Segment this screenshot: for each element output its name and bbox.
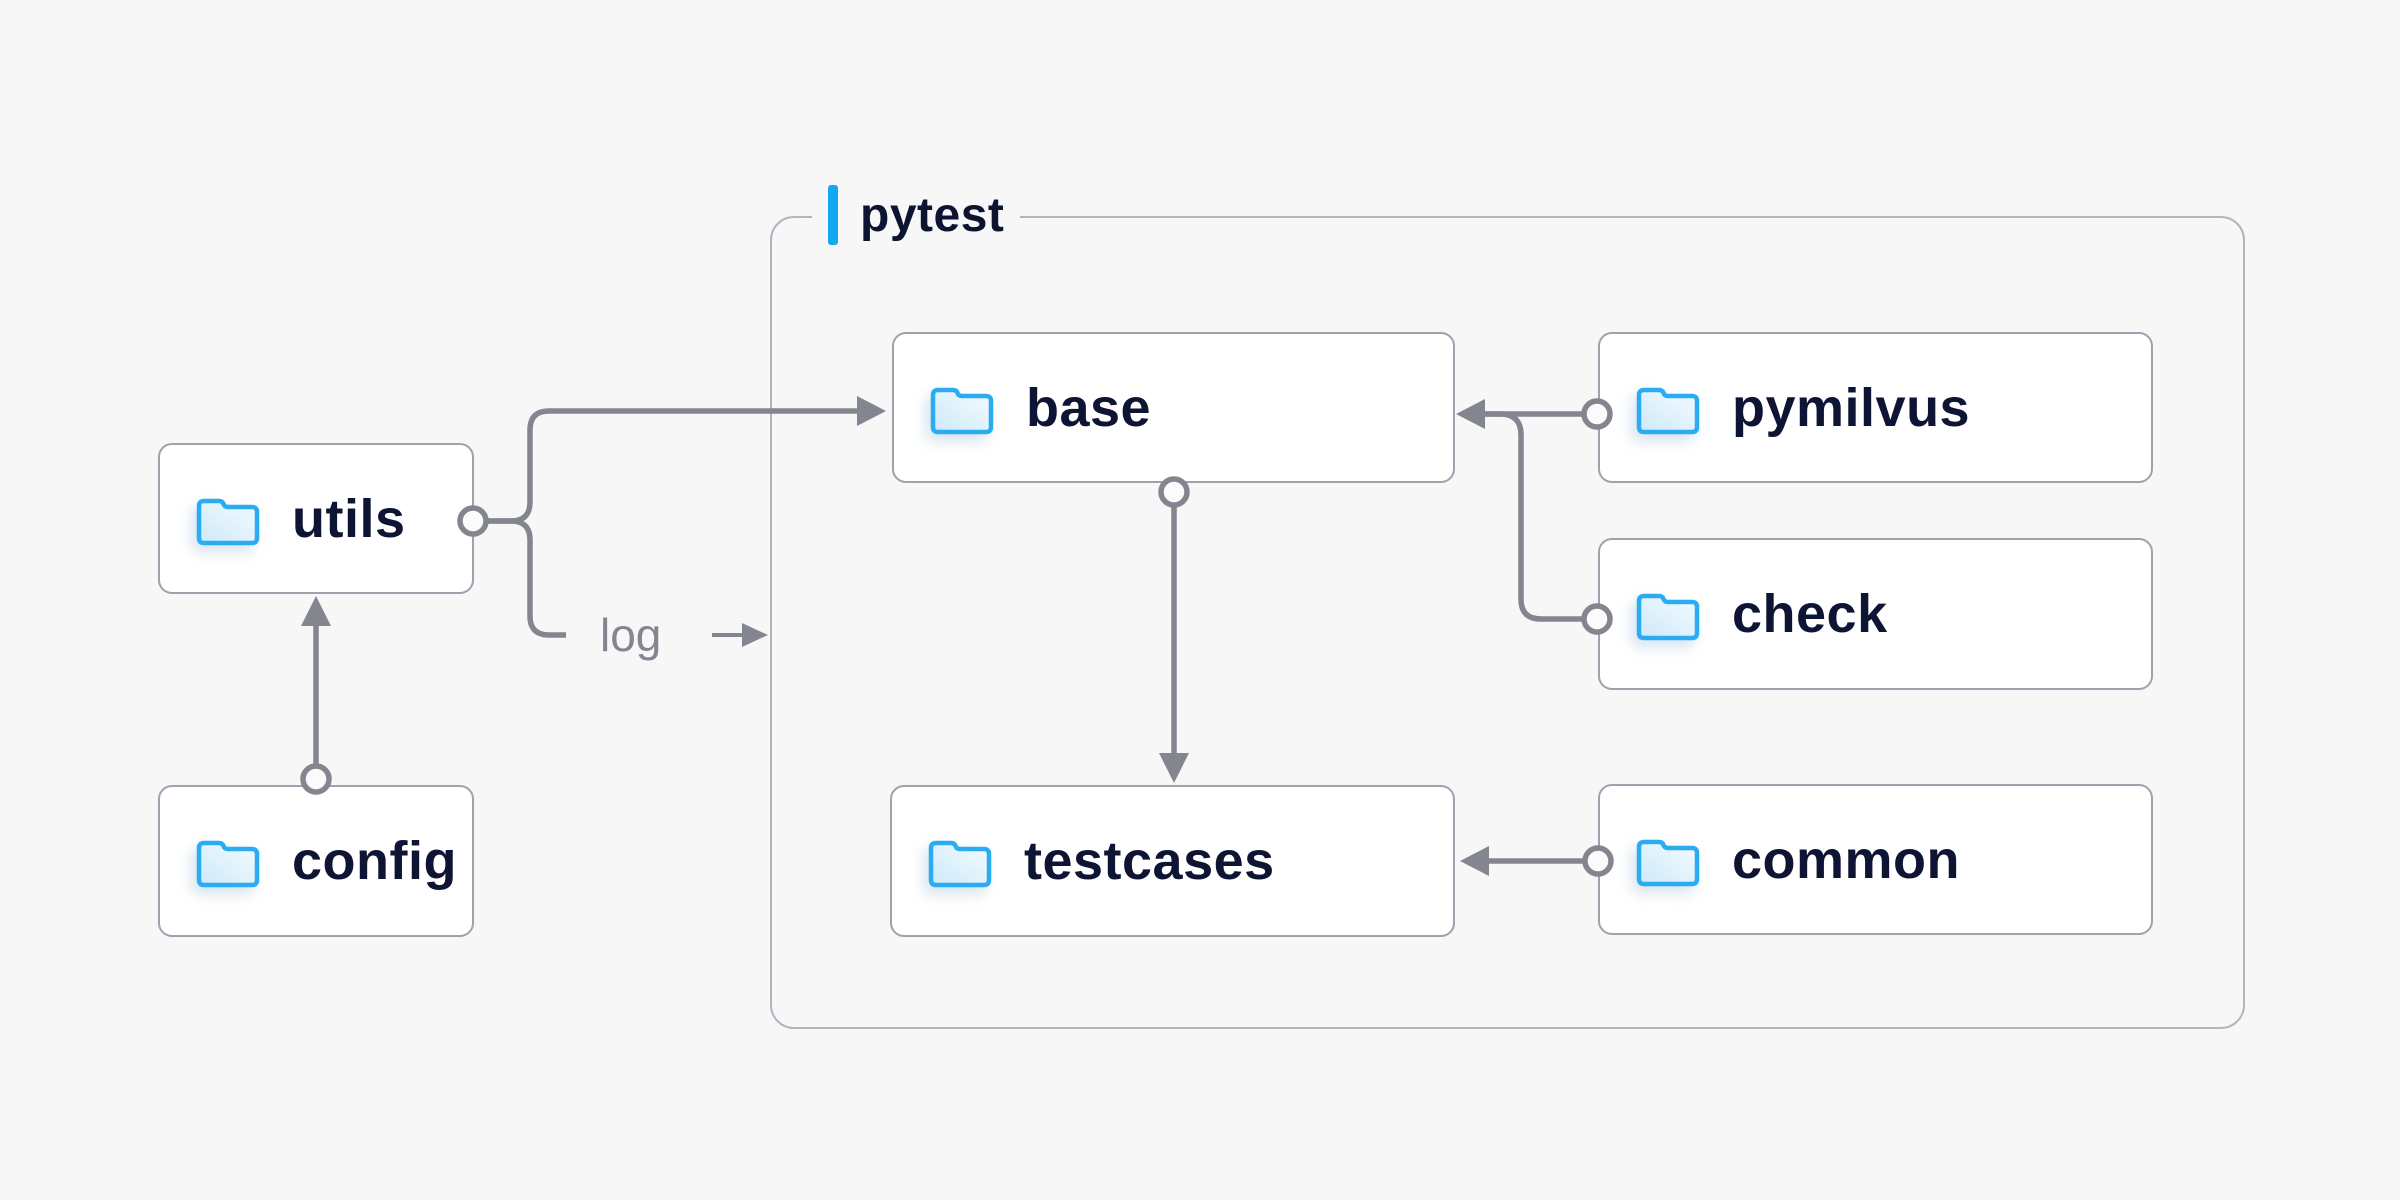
edge-config-utils-arrowhead: [301, 596, 331, 626]
node-check: check: [1598, 538, 2153, 690]
accent-bar-icon: [828, 185, 838, 245]
node-pymilvus-label: pymilvus: [1732, 377, 1971, 438]
folder-icon: [930, 387, 994, 434]
pytest-group-box: [770, 216, 2245, 1029]
node-config-label: config: [292, 831, 457, 891]
node-base-label: base: [1026, 377, 1152, 438]
node-utils: utils: [158, 443, 474, 594]
folder-icon: [1636, 387, 1700, 434]
node-testcases: testcases: [890, 785, 1455, 937]
folder-icon: [196, 498, 260, 545]
node-config: config: [158, 785, 474, 937]
folder-icon: [1636, 839, 1700, 886]
folder-icon: [196, 840, 260, 888]
node-utils-label: utils: [292, 488, 406, 549]
log-edge-label: log: [600, 609, 662, 661]
node-common-label: common: [1732, 829, 1961, 890]
node-common: common: [1598, 784, 2153, 935]
node-check-label: check: [1732, 584, 1888, 644]
node-base: base: [892, 332, 1455, 483]
folder-icon: [1636, 593, 1700, 641]
log-arrow-head: [742, 623, 768, 647]
pytest-group-label: pytest: [812, 183, 1021, 247]
pytest-group-title: pytest: [860, 188, 1005, 242]
node-testcases-label: testcases: [1024, 831, 1275, 891]
edge-utils-log-line: [487, 518, 566, 638]
node-pymilvus: pymilvus: [1598, 332, 2153, 483]
folder-icon: [928, 840, 992, 888]
